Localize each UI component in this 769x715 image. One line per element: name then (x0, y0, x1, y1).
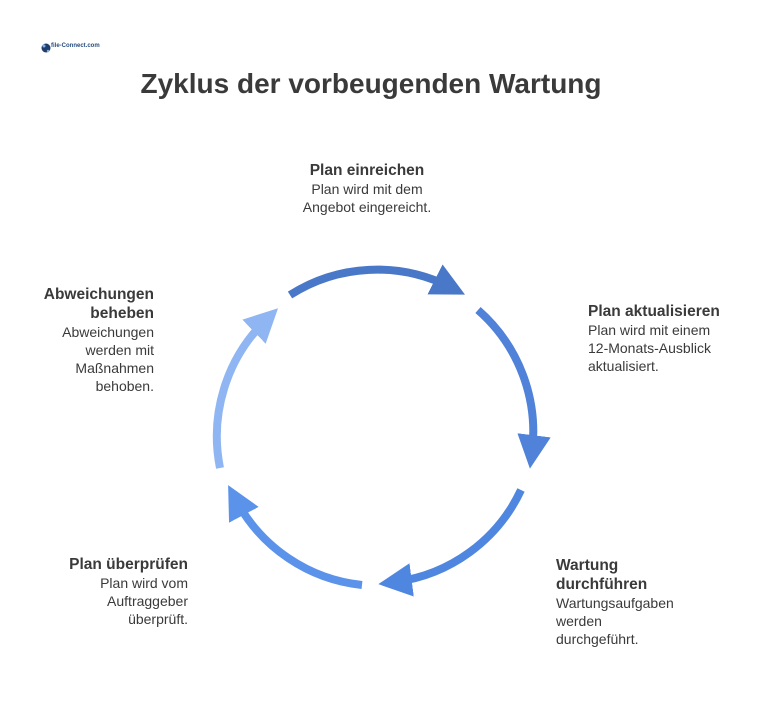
step-plan-einreichen: Plan einreichen Plan wird mit dem Angebo… (282, 161, 452, 216)
step-heading: Plan aktualisieren (588, 303, 720, 320)
cycle-arrow-1 (287, 264, 466, 299)
step-heading: Plan einreichen (309, 162, 425, 179)
step-wartung-durchfuehren: Wartung durchführen Wartungsaufgaben wer… (556, 556, 731, 648)
step-heading-line: Wartung (556, 557, 619, 574)
step-description-line: behoben. (95, 378, 154, 394)
cycle-arrow-4 (228, 485, 363, 589)
step-description: Abweichungen werden mit Maßnahmen behobe… (10, 323, 154, 395)
step-description-line: durchgeführt. (556, 631, 639, 647)
step-description-line: Plan wird mit dem (311, 181, 423, 197)
step-heading: Wartung durchführen (556, 556, 731, 594)
logo-icon (41, 43, 51, 53)
step-plan-aktualisieren: Plan aktualisieren Plan wird mit einem 1… (588, 302, 763, 375)
cycle-arrow-2 (475, 306, 551, 469)
step-description-line: werden mit (85, 342, 154, 358)
step-description: Plan wird mit dem Angebot eingereicht. (282, 180, 452, 216)
step-description-line: Wartungsaufgaben (556, 595, 674, 611)
step-description: Wartungsaufgaben werden durchgeführt. (556, 594, 731, 648)
page-title: Zyklus der vorbeugenden Wartung (140, 68, 602, 99)
step-description-line: 12-Monats-Ausblick (588, 340, 711, 356)
step-heading-line: Abweichungen (43, 286, 154, 303)
step-heading-line: beheben (90, 305, 154, 322)
step-description: Plan wird mit einem 12-Monats-Ausblick a… (588, 321, 763, 375)
step-description-line: Auftraggeber (107, 593, 188, 609)
step-description-line: aktualisiert. (588, 358, 659, 374)
cycle-arrow-5 (212, 308, 279, 469)
step-abweichungen-beheben: Abweichungen beheben Abweichungen werden… (10, 285, 154, 395)
step-description: Plan wird vom Auftraggeber überprüft. (20, 574, 188, 628)
step-description-line: überprüft. (128, 611, 188, 627)
step-description-line: Plan wird vom (100, 575, 188, 591)
logo: file-Connect.com (40, 41, 100, 57)
step-plan-ueberpruefen: Plan überprüfen Plan wird vom Auftraggeb… (20, 555, 188, 628)
step-description-line: Plan wird mit einem (588, 322, 711, 338)
step-description-line: Maßnahmen (75, 360, 154, 376)
logo-text: file-Connect.com (51, 43, 100, 49)
step-heading-line: durchführen (556, 576, 648, 593)
cycle-arrow-3 (378, 488, 525, 597)
step-description-line: Angebot eingereicht. (302, 199, 432, 215)
step-description-line: Abweichungen (62, 324, 154, 340)
step-heading: Abweichungen beheben (10, 285, 154, 323)
step-heading: Plan überprüfen (69, 556, 188, 573)
step-description-line: werden (556, 613, 602, 629)
